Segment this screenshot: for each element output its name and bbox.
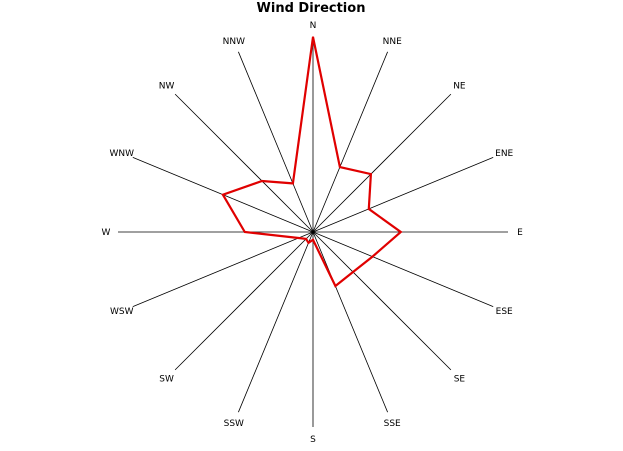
spoke-ene [312, 157, 494, 233]
direction-label-nw: NW [159, 82, 175, 92]
data-point-nnw [292, 182, 294, 185]
data-point-nw [261, 180, 263, 182]
direction-label-e: E [517, 228, 523, 238]
direction-label-sse: SSE [384, 419, 401, 429]
data-point-ese [371, 255, 374, 258]
direction-label-ese: ESE [496, 307, 513, 317]
data-point-sse [334, 285, 337, 287]
spoke-se [312, 231, 452, 371]
data-point-e [400, 231, 402, 233]
spoke-ssw [238, 231, 314, 413]
spoke-nnw [238, 51, 314, 233]
data-point-nne [339, 166, 341, 168]
data-point-w [244, 231, 246, 233]
spoke-nne [312, 51, 388, 233]
data-point-se [352, 271, 354, 273]
series-line-0 [221, 36, 403, 288]
direction-label-se: SE [454, 374, 466, 384]
direction-label-w: W [102, 228, 111, 238]
spoke-sse [312, 231, 388, 413]
direction-label-nne: NNE [383, 37, 402, 47]
direction-label-n: N [310, 21, 317, 31]
spoke-ese [312, 231, 494, 307]
data-point-ene [368, 208, 370, 210]
data-point-ne [370, 173, 372, 175]
spoke-nw [174, 93, 314, 233]
data-point-ssw [307, 242, 310, 244]
direction-label-nnw: NNW [223, 37, 245, 47]
direction-labels-group: N NNE NE ENE E ESE SE SSE S SSW SW WSW W WNW NW NNW [102, 21, 524, 445]
direction-label-wsw: WSW [110, 307, 134, 317]
data-point-s [312, 239, 314, 241]
spoke-ne [312, 93, 452, 233]
data-point-sw [305, 238, 307, 240]
direction-label-ne: NE [453, 82, 466, 92]
data-point-wsw [297, 237, 300, 239]
spokes-group [118, 37, 508, 427]
spoke-wsw [132, 231, 314, 307]
direction-label-ssw: SSW [224, 419, 244, 429]
data-point-n [312, 36, 314, 38]
direction-label-ene: ENE [495, 149, 513, 159]
direction-label-sw: SW [159, 374, 174, 384]
series-group [221, 36, 403, 288]
data-point-wnw [222, 193, 224, 196]
direction-label-wnw: WNW [110, 149, 135, 159]
spoke-sw [174, 231, 314, 371]
chart-title: Wind Direction [257, 1, 366, 16]
direction-label-s: S [310, 435, 316, 445]
